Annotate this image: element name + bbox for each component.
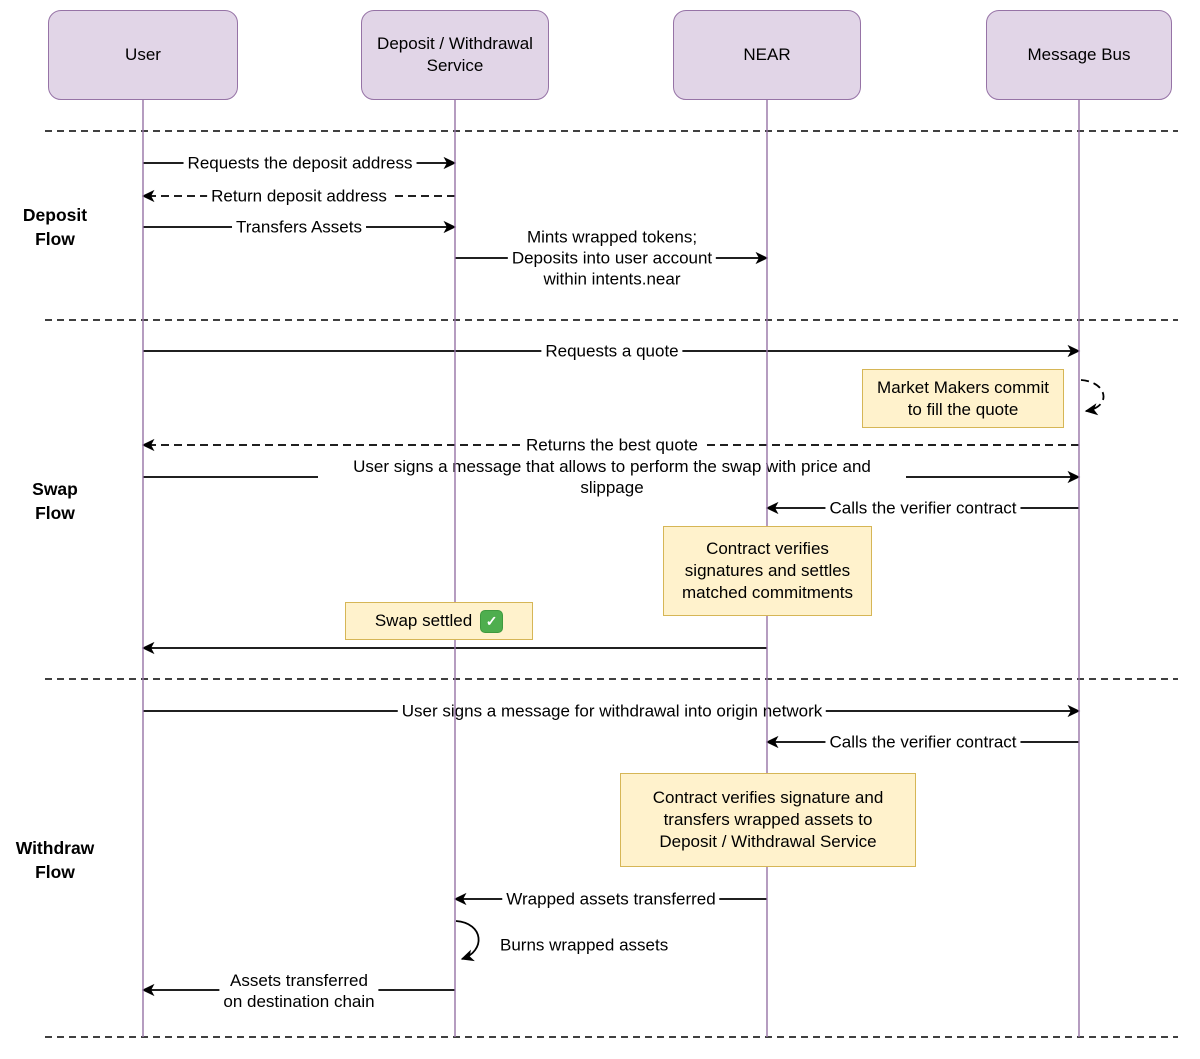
message-requests-deposit-address: Requests the deposit address [183,152,417,174]
message-user-signs-withdrawal: User signs a message for withdrawal into… [397,700,827,722]
swap-settled-text: Swap settled [374,611,473,630]
arrow-burns-wrapped-assets-self-loop [455,920,480,962]
actor-near: NEAR [673,10,861,100]
actor-deposit-withdrawal-service: Deposit / Withdrawal Service [361,10,549,100]
message-assets-transferred: Assets transferred on destination chain [219,970,379,1012]
note-contract-verifies-swap: Contract verifies signatures and settles… [663,526,872,616]
actor-user: User [48,10,238,100]
check-mark-icon: ✓ [480,609,504,633]
message-requests-a-quote: Requests a quote [541,340,683,362]
message-calls-verifier-withdraw: Calls the verifier contract [825,731,1021,753]
note-market-makers: Market Makers commit to fill the quote [862,369,1064,428]
message-burns-wrapped-assets: Burns wrapped assets [496,934,673,956]
message-returns-best-quote: Returns the best quote [521,434,703,456]
section-label-swap-flow: Swap Flow [32,479,78,523]
message-mints-wrapped-tokens: Mints wrapped tokens; Deposits into user… [507,226,717,290]
message-wrapped-assets-transferred: Wrapped assets transferred [502,888,720,910]
actor-message-bus: Message Bus [986,10,1172,100]
message-transfers-assets: Transfers Assets [232,216,366,238]
note-swap-settled: Swap settled ✓ [345,602,533,640]
message-calls-verifier-swap: Calls the verifier contract [825,497,1021,519]
note-contract-verifies-withdraw: Contract verifies signature and transfer… [620,773,916,867]
arrow-market-makers-self-loop [1080,379,1105,416]
message-return-deposit-address: Return deposit address [207,185,391,207]
message-user-signs-swap: User signs a message that allows to perf… [318,456,906,498]
section-label-deposit-flow: Deposit Flow [22,205,88,249]
section-label-withdraw-flow: Withdraw Flow [15,838,95,882]
